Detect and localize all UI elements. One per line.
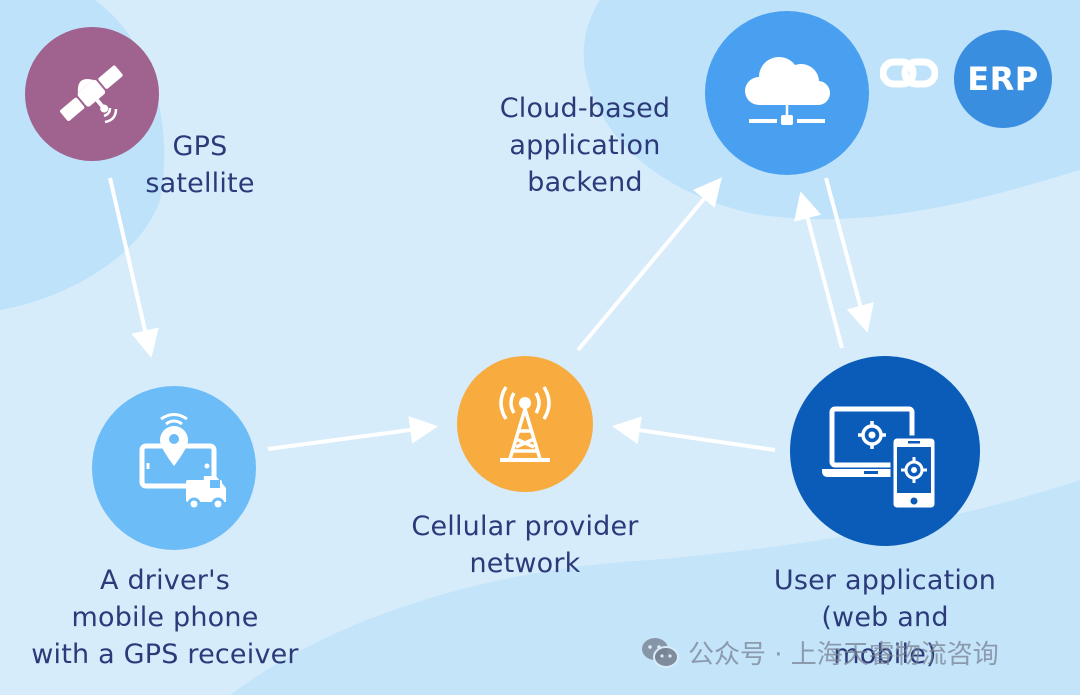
phone-location-truck-icon: [139, 413, 226, 511]
gps-satellite-label: GPS satellite: [130, 128, 270, 202]
driver-label-line1: A driver's: [100, 565, 230, 596]
laptop-phone-target-icon: [822, 406, 938, 511]
driver-label-line2: mobile phone: [71, 602, 259, 633]
watermark-text: 公众号 · 上海天睿物流咨询: [688, 640, 999, 670]
cellular-label-line2: network: [469, 548, 581, 579]
erp-node[interactable]: ERP: [954, 30, 1052, 128]
cloud-backend-label: Cloud-based application backend: [475, 90, 695, 201]
link-icon: [880, 58, 938, 88]
user-app-label-line3: mobile): [833, 639, 937, 670]
driver-phone-node[interactable]: [92, 386, 256, 550]
driver-label-line3: with a GPS receiver: [31, 639, 299, 670]
cloud-network-icon: [745, 57, 831, 125]
user-app-label-line2: (web and: [821, 602, 949, 633]
user-app-label-line1: User application: [773, 565, 997, 596]
satellite-icon: [60, 65, 123, 124]
cell-tower-icon: [499, 386, 551, 462]
cloud-label-line2: application: [509, 130, 661, 161]
cloud-label-line3: backend: [527, 167, 643, 198]
gps-satellite-node[interactable]: [25, 27, 159, 161]
erp-label: ERP: [967, 60, 1039, 98]
cellular-network-node[interactable]: [457, 356, 593, 492]
cellular-network-label: Cellular provider network: [375, 508, 675, 582]
gps-label-line2: satellite: [145, 168, 255, 199]
cloud-label-line1: Cloud-based: [499, 93, 671, 124]
driver-phone-label: A driver's mobile phone with a GPS recei…: [0, 562, 330, 673]
gps-label-line1: GPS: [172, 131, 228, 162]
user-application-node[interactable]: [790, 356, 980, 546]
cellular-label-line1: Cellular provider: [411, 511, 639, 542]
user-application-label: User application (web and mobile): [740, 562, 1030, 673]
watermark: 公众号 · 上海天睿物流咨询: [640, 634, 999, 671]
wechat-icon: [642, 637, 679, 668]
cloud-backend-node[interactable]: [705, 11, 869, 175]
